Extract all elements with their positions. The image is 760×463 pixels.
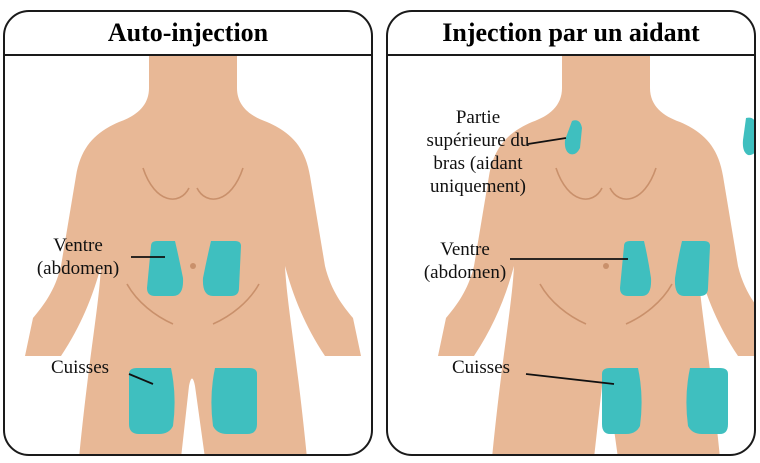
- thigh-zone-left: [602, 368, 642, 434]
- belly-label: Ventre(abdomen): [23, 234, 133, 280]
- belly-zone-right: [675, 241, 710, 296]
- thigh-zone-left: [129, 368, 175, 434]
- navel: [190, 263, 196, 269]
- upper-arm-zone-right: [743, 118, 756, 156]
- thighs-label: Cuisses: [436, 356, 526, 379]
- self-injection-panel: Auto-injection Ventre(abdomen) Cuisses: [3, 10, 373, 456]
- thigh-zone-right: [211, 368, 257, 434]
- belly-label: Ventre(abdomen): [410, 238, 520, 284]
- panel-title: Auto-injection: [5, 12, 371, 56]
- thighs-label: Cuisses: [35, 356, 125, 379]
- panel-title: Injection par un aidant: [388, 12, 754, 56]
- thigh-zone-right: [686, 368, 728, 434]
- navel: [603, 263, 609, 269]
